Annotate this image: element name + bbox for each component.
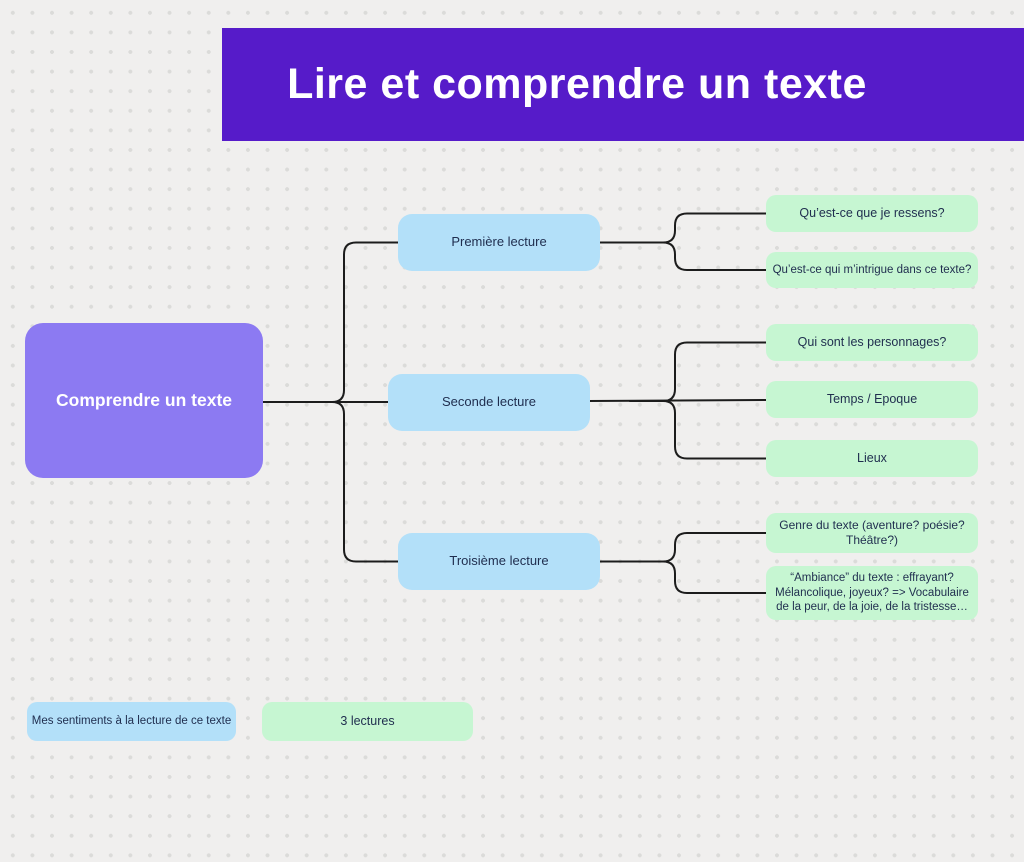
connector-b3-leaf2 [629,560,767,594]
root-node-label: Comprendre un texte [56,389,232,410]
leaf-node-label: Genre du texte (aventure? poésie? Théâtr… [779,518,965,547]
leaf-node-label: Qu’est-ce que je ressens? [799,205,945,220]
legend-node-sentiments[interactable]: Mes sentiments à la lecture de ce texte [27,702,236,741]
connector-b3-leaf1 [597,532,767,563]
leaf-node-label: Qu’est-ce qui m’intrigue dans ce texte? [772,263,972,276]
connector-root-branch3 [299,401,401,563]
connector-b2-leaf2 [587,399,767,402]
leaf-node-label: Lieux [857,450,887,465]
leaf-node-label: Temps / Epoque [826,391,918,406]
branch-node-label: Seconde lecture [442,394,536,410]
connector-b1-leaf1 [597,212,767,244]
connector-b2-leaf3 [629,400,767,460]
leaf-node-ambiance[interactable]: “Ambiance” du texte : effrayant? Mélanco… [766,566,978,620]
leaf-node-personnages[interactable]: Qui sont les personnages? [766,324,978,361]
connector-root-branch1 [299,241,401,403]
leaf-node-ressens[interactable]: Qu’est-ce que je ressens? [766,195,978,232]
leaf-node-lieux[interactable]: Lieux [766,440,978,477]
leaf-node-label: Qui sont les personnages? [797,334,947,349]
branch-node-premiere-lecture[interactable]: Première lecture [398,214,600,271]
leaf-node-intrigue[interactable]: Qu’est-ce qui m’intrigue dans ce texte? [766,252,978,288]
connector-b1-leaf2 [629,241,767,271]
title-banner[interactable]: Lire et comprendre un texte [222,28,1024,141]
branch-node-troisieme-lecture[interactable]: Troisième lecture [398,533,600,590]
branch-node-seconde-lecture[interactable]: Seconde lecture [388,374,590,431]
page-title: Lire et comprendre un texte [287,60,867,108]
legend-node-3-lectures[interactable]: 3 lectures [262,702,473,741]
branch-node-label: Première lecture [451,234,547,250]
leaf-node-genre[interactable]: Genre du texte (aventure? poésie? Théâtr… [766,513,978,553]
branch-node-label: Troisième lecture [449,553,549,569]
leaf-node-label: “Ambiance” du texte : effrayant? Mélanco… [775,572,969,614]
legend-node-label: Mes sentiments à la lecture de ce texte [31,715,232,728]
connector-b2-leaf1 [629,341,767,402]
legend-node-label: 3 lectures [340,713,395,728]
mindmap-root-node[interactable]: Comprendre un texte [25,323,263,478]
leaf-node-temps-epoque[interactable]: Temps / Epoque [766,381,978,418]
